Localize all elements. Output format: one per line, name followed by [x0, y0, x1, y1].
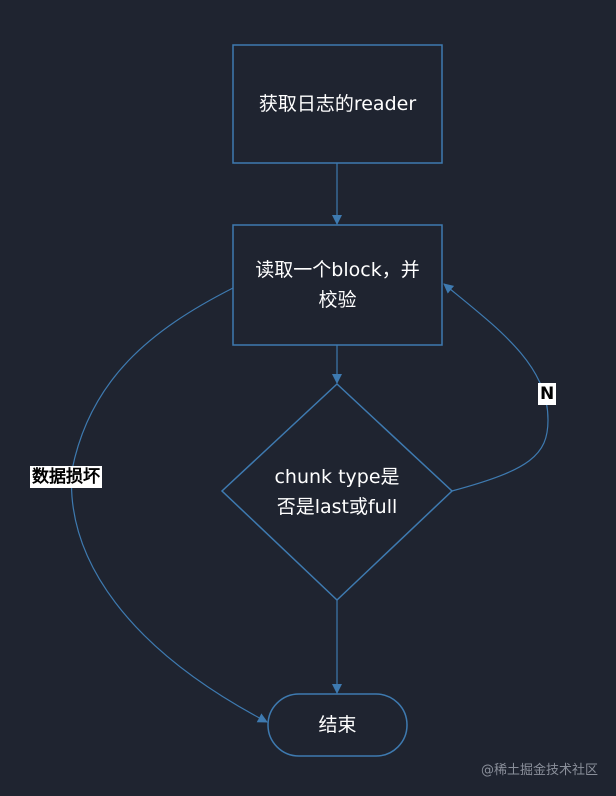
- node-read-block-text-line2: 校验: [318, 289, 357, 311]
- edge-check-no-loop: [443, 283, 549, 492]
- node-end-terminal: [267, 693, 408, 757]
- node-get-reader-label: 获取日志的reader: [233, 45, 442, 163]
- node-get-reader-text: 获取日志的reader: [258, 93, 417, 115]
- node-end-label: 结束: [268, 694, 407, 756]
- node-chunk-check-text-line1: chunk type是: [274, 466, 400, 488]
- node-read-block-text-line1: 读取一个block，并: [255, 259, 420, 281]
- node-chunk-check-text-line2: 否是last或full: [276, 496, 398, 518]
- node-chunk-check-label: chunk type是 否是last或full: [237, 440, 437, 544]
- node-read-block-label: 读取一个block，并 校验: [233, 225, 442, 345]
- watermark: @稀土掘金技术社区: [480, 763, 598, 778]
- edge-label-corrupt: 数据损坏: [30, 466, 102, 488]
- node-end-text: 结束: [318, 714, 357, 736]
- edge-label-no: N: [538, 383, 557, 405]
